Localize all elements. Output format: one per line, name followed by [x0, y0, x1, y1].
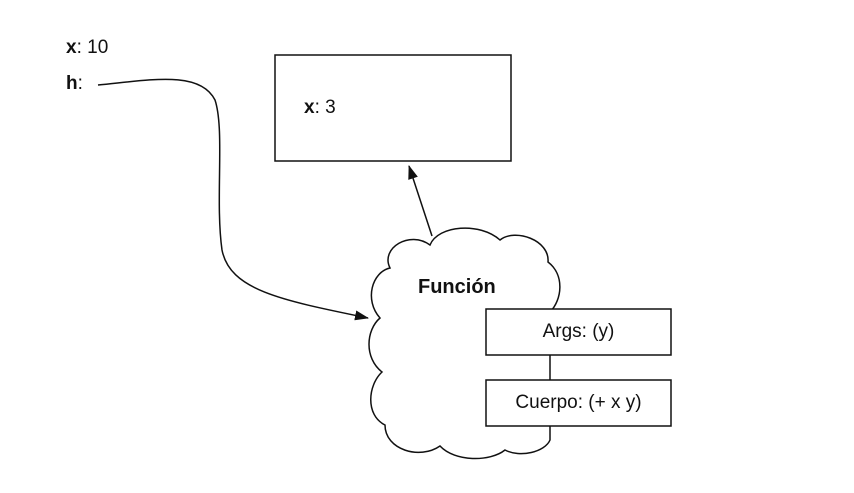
- function-env-pointer-arrow: [408, 165, 433, 237]
- global-binding-h-sep: :: [77, 73, 83, 94]
- local-environment-frame: [274, 54, 512, 162]
- local-binding-x-sep: :: [314, 97, 320, 118]
- function-title: Función: [418, 276, 496, 298]
- global-binding-h: h:: [66, 73, 83, 95]
- body-box: [485, 379, 672, 427]
- body-label: Cuerpo: (+ x y): [515, 392, 642, 413]
- local-binding-x: x: 3: [304, 97, 336, 119]
- global-binding-x: x: 10: [66, 37, 108, 59]
- global-binding-h-name: h: [66, 73, 78, 94]
- local-binding-x-value: 3: [319, 97, 336, 118]
- args-box: [485, 308, 672, 356]
- args-label: Args: (y): [542, 321, 615, 342]
- h-pointer-arrow: [97, 78, 369, 321]
- global-binding-x-sep: :: [76, 37, 82, 58]
- global-binding-x-value: 10: [81, 37, 109, 58]
- local-binding-x-name: x: [304, 97, 315, 118]
- global-binding-x-name: x: [66, 37, 77, 58]
